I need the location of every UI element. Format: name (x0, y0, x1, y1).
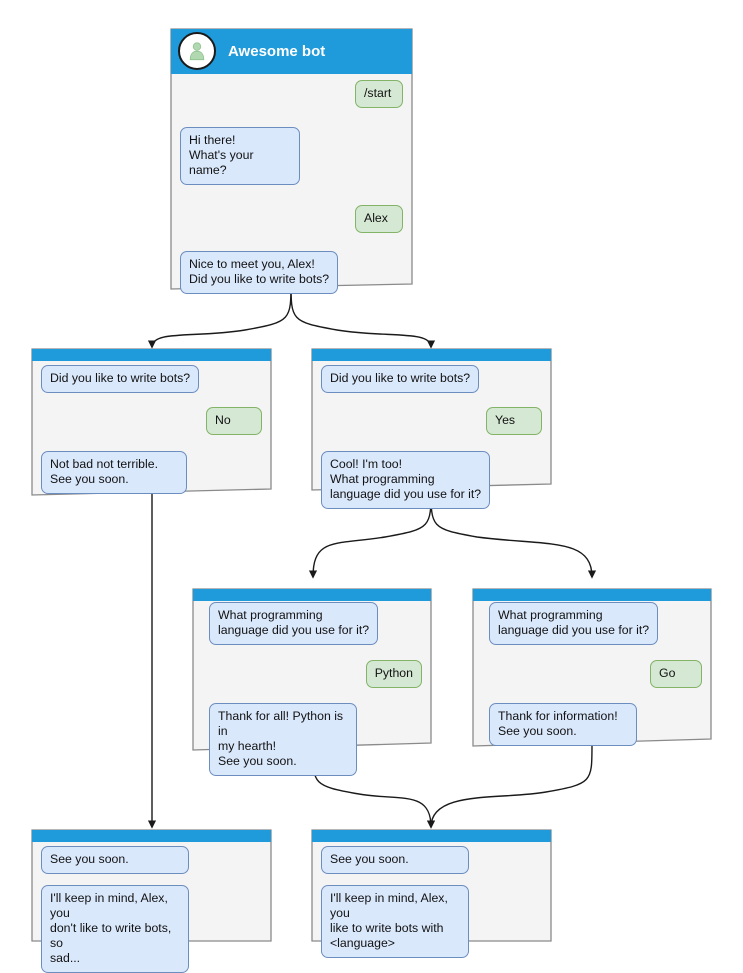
edge-go-to-end-happy (426, 744, 593, 829)
message-row: Go (482, 660, 702, 688)
message-row: What programming language did you use fo… (482, 602, 709, 645)
message-row: Thank for all! Python is in my hearth! S… (202, 703, 429, 776)
message-row: I'll keep in mind, Alex, you don't like … (41, 885, 262, 973)
bot-message-bubble[interactable]: See you soon. (321, 846, 469, 874)
bot-message-bubble[interactable]: Nice to meet you, Alex! Did you like to … (180, 251, 339, 294)
message-row: Did you like to write bots? (41, 365, 262, 393)
card-root-messages: /start Hi there! What's your name? Alex … (170, 80, 413, 294)
card-go-branch[interactable]: What programming language did you use fo… (472, 588, 712, 747)
message-row: Python (202, 660, 422, 688)
card-go-branch-messages: What programming language did you use fo… (472, 602, 712, 746)
card-python-branch-content: What programming language did you use fo… (192, 588, 432, 776)
bot-message-bubble[interactable]: Did you like to write bots? (41, 365, 200, 393)
message-row: Did you like to write bots? (321, 365, 542, 393)
card-root-header: Awesome bot (170, 28, 413, 74)
user-message-bubble[interactable]: /start (355, 80, 403, 108)
bot-message-bubble[interactable]: Cool! I'm too! What programming language… (321, 451, 491, 509)
user-message-bubble[interactable]: Go (650, 660, 702, 688)
bot-name-label: Awesome bot (228, 42, 326, 60)
user-message-bubble[interactable]: Yes (486, 407, 542, 435)
card-root-content: Awesome bot /start Hi there! What's your… (170, 28, 413, 294)
message-row: No (41, 407, 262, 435)
card-end-sad-content: See you soon. I'll keep in mind, Alex, y… (31, 829, 272, 973)
card-no-branch-messages: Did you like to write bots? No Not bad n… (31, 365, 272, 494)
person-avatar-icon (178, 32, 216, 70)
card-yes-branch[interactable]: Did you like to write bots? Yes Cool! I'… (311, 348, 552, 509)
message-row: Not bad not terrible. See you soon. (41, 451, 262, 494)
message-row: See you soon. (41, 846, 262, 874)
message-row: Cool! I'm too! What programming language… (321, 451, 542, 509)
bot-message-bubble[interactable]: Not bad not terrible. See you soon. (41, 451, 187, 494)
card-no-branch-content: Did you like to write bots? No Not bad n… (31, 348, 272, 496)
user-message-bubble[interactable]: No (206, 407, 262, 435)
message-row: I'll keep in mind, Alex, you like to wri… (321, 885, 542, 958)
bot-message-bubble[interactable]: See you soon. (41, 846, 189, 874)
card-python-branch[interactable]: What programming language did you use fo… (192, 588, 432, 776)
message-row: Hi there! What's your name? (180, 127, 403, 185)
message-row: Alex (180, 205, 403, 233)
bot-message-bubble[interactable]: What programming language did you use fo… (489, 602, 659, 645)
bot-message-bubble[interactable]: Hi there! What's your name? (180, 127, 300, 185)
message-row: Yes (321, 407, 542, 435)
card-end-sad[interactable]: See you soon. I'll keep in mind, Alex, y… (31, 829, 272, 973)
user-message-bubble[interactable]: Alex (355, 205, 403, 233)
card-go-branch-content: What programming language did you use fo… (472, 588, 712, 747)
bot-message-bubble[interactable]: Did you like to write bots? (321, 365, 480, 393)
bot-message-bubble[interactable]: Thank for all! Python is in my hearth! S… (209, 703, 357, 776)
bot-message-bubble[interactable]: I'll keep in mind, Alex, you like to wri… (321, 885, 469, 958)
card-end-happy[interactable]: See you soon. I'll keep in mind, Alex, y… (311, 829, 552, 958)
card-end-happy-messages: See you soon. I'll keep in mind, Alex, y… (311, 846, 552, 958)
user-message-bubble[interactable]: Python (365, 660, 422, 688)
message-row: See you soon. (321, 846, 542, 874)
message-row: Thank for information! See you soon. (482, 703, 709, 746)
message-row: What programming language did you use fo… (202, 602, 429, 645)
card-python-branch-messages: What programming language did you use fo… (192, 602, 432, 776)
bot-message-bubble[interactable]: I'll keep in mind, Alex, you don't like … (41, 885, 189, 973)
bot-message-bubble[interactable]: What programming language did you use fo… (209, 602, 379, 645)
card-root[interactable]: Awesome bot /start Hi there! What's your… (170, 28, 413, 294)
card-end-happy-content: See you soon. I'll keep in mind, Alex, y… (311, 829, 552, 958)
card-end-sad-messages: See you soon. I'll keep in mind, Alex, y… (31, 846, 272, 973)
message-row: Nice to meet you, Alex! Did you like to … (180, 251, 403, 294)
card-yes-branch-messages: Did you like to write bots? Yes Cool! I'… (311, 365, 552, 509)
card-yes-branch-content: Did you like to write bots? Yes Cool! I'… (311, 348, 552, 509)
message-row: /start (180, 80, 403, 108)
bot-message-bubble[interactable]: Thank for information! See you soon. (489, 703, 637, 746)
card-no-branch[interactable]: Did you like to write bots? No Not bad n… (31, 348, 272, 496)
